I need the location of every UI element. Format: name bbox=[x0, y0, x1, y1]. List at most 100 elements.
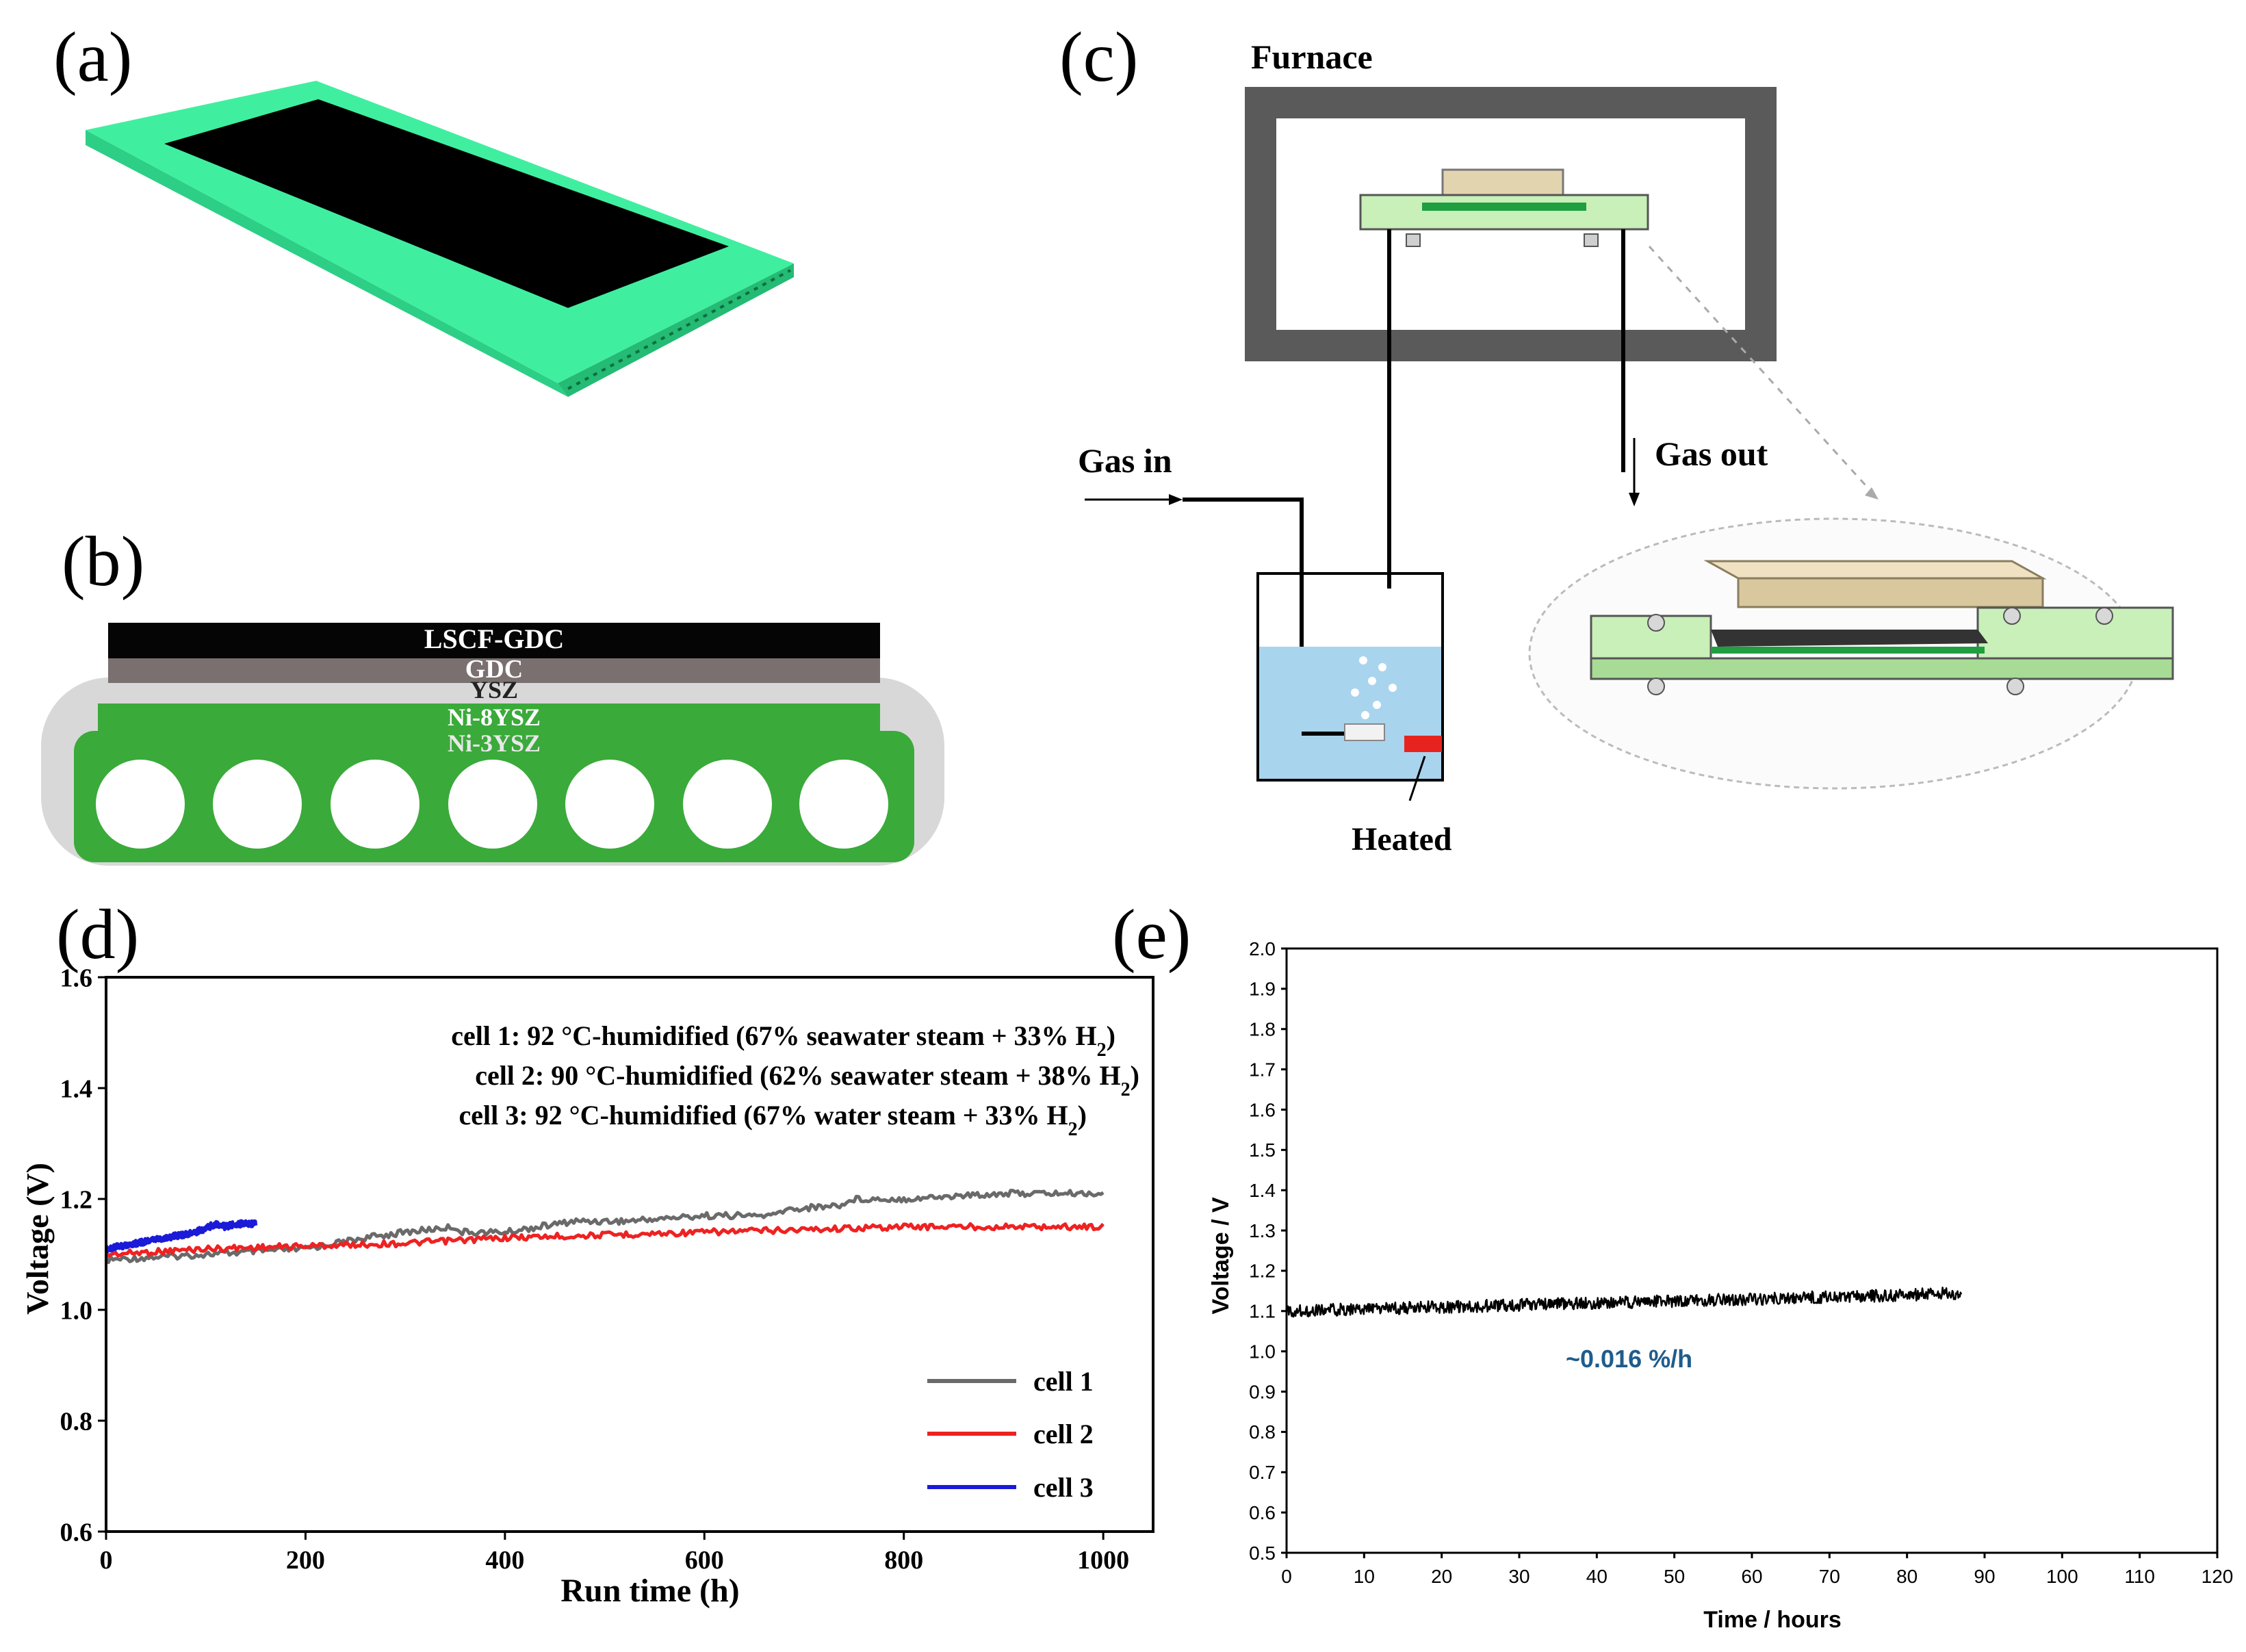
d-legend-label-cell2: cell 2 bbox=[1033, 1419, 1094, 1449]
zoom-connector bbox=[1648, 245, 1880, 501]
y-tick-label: 1.0 bbox=[60, 1296, 93, 1325]
humidifier-vessel bbox=[1256, 572, 1444, 782]
x-tick-label: 100 bbox=[2046, 1566, 2078, 1587]
gas-channel bbox=[565, 760, 654, 849]
x-tick-label: 10 bbox=[1354, 1566, 1375, 1587]
heater bbox=[1404, 736, 1442, 752]
panel-a: (a) bbox=[53, 18, 794, 397]
y-tick-label: 1.0 bbox=[1249, 1341, 1276, 1362]
panel-c: (c) Furnace Gas in Gas out Heated bbox=[1059, 18, 2174, 857]
magnified-cell-anode bbox=[1711, 647, 1985, 654]
fixture-cell bbox=[1422, 203, 1586, 211]
y-tick-label: 0.8 bbox=[1249, 1421, 1276, 1443]
y-tick-label: 1.2 bbox=[60, 1185, 93, 1214]
x-tick-label: 400 bbox=[485, 1546, 524, 1575]
label-gas-in: Gas in bbox=[1078, 441, 1172, 480]
d-plot-frame bbox=[105, 976, 1154, 1533]
ysz-layer bbox=[108, 683, 880, 704]
d-annotation-cell2: cell 2: 90 °C-humidified (62% seawater s… bbox=[475, 1060, 1139, 1100]
panel-label-d: (d) bbox=[56, 895, 139, 974]
bubble bbox=[1373, 701, 1381, 709]
y-tick-label: 1.4 bbox=[1249, 1180, 1276, 1201]
magnified-weight-front bbox=[1737, 577, 2044, 608]
y-tick-label: 1.2 bbox=[1249, 1261, 1276, 1282]
gas-channel bbox=[331, 760, 419, 849]
label-gdc: GDC bbox=[465, 655, 523, 684]
series-line-cell-2 bbox=[104, 1222, 1105, 1258]
x-tick-label: 800 bbox=[884, 1546, 923, 1575]
e-plot-frame bbox=[1285, 947, 2219, 1554]
d-x-axis-label: Run time (h) bbox=[560, 1573, 739, 1609]
y-tick-label: 0.7 bbox=[1249, 1462, 1276, 1483]
x-tick-label: 30 bbox=[1508, 1566, 1529, 1587]
x-tick-label: 90 bbox=[1974, 1566, 1995, 1587]
d-y-axis-label: Voltage (V) bbox=[20, 1163, 55, 1315]
y-tick-label: 1.9 bbox=[1249, 979, 1276, 1000]
cell-support-front-edge bbox=[86, 130, 568, 397]
bubble bbox=[1359, 656, 1367, 664]
y-tick-label: 0.8 bbox=[60, 1407, 93, 1436]
e-x-axis-label: Time / hours bbox=[1703, 1607, 1842, 1633]
d-series-layer bbox=[104, 1189, 1105, 1265]
cell-fixture bbox=[1359, 194, 1649, 231]
furnace bbox=[1245, 87, 1777, 361]
x-tick-label: 70 bbox=[1819, 1566, 1840, 1587]
label-ni-3ysz: Ni-3YSZ bbox=[448, 730, 541, 757]
y-tick-label: 1.4 bbox=[60, 1074, 93, 1103]
e-degradation-rate: ~0.016 %/h bbox=[1566, 1345, 1692, 1373]
y-tick-label: 0.6 bbox=[60, 1518, 93, 1547]
fixture-foot bbox=[1406, 233, 1421, 247]
gas-channel bbox=[448, 760, 537, 849]
cathode-layer bbox=[164, 99, 729, 308]
y-tick-label: 0.9 bbox=[1249, 1381, 1276, 1402]
bubbler-stone bbox=[1344, 723, 1385, 741]
gas-out-arrowhead bbox=[1629, 493, 1640, 506]
cell-support-side-edge bbox=[558, 263, 794, 397]
x-tick-label: 50 bbox=[1664, 1566, 1685, 1587]
x-tick-label: 60 bbox=[1741, 1566, 1762, 1587]
x-tick-label: 0 bbox=[1281, 1566, 1292, 1587]
gas-channel bbox=[96, 760, 185, 849]
bubble bbox=[1361, 711, 1369, 719]
support-channel-holes bbox=[567, 269, 791, 390]
y-tick-label: 1.6 bbox=[60, 964, 93, 992]
heated-pointer bbox=[1408, 756, 1426, 801]
zoom-arrowhead bbox=[1865, 487, 1879, 500]
x-tick-label: 80 bbox=[1896, 1566, 1918, 1587]
y-tick-label: 1.8 bbox=[1249, 1019, 1276, 1040]
magnified-screw bbox=[1647, 614, 1665, 632]
x-tick-label: 110 bbox=[2124, 1566, 2155, 1587]
panel-b: (b) LSCF-GDC GDC YSZ Ni-8YSZ Ni-3YSZ bbox=[41, 522, 944, 866]
d-annotation-cell3: cell 3: 92 °C-humidified (67% water stea… bbox=[459, 1100, 1087, 1140]
magnified-screw bbox=[2003, 607, 2021, 625]
y-tick-label: 0.5 bbox=[1249, 1543, 1276, 1564]
x-tick-label: 40 bbox=[1586, 1566, 1608, 1587]
humidifier-water bbox=[1258, 647, 1443, 780]
gdc-layer bbox=[108, 658, 880, 683]
series-line-cell-1 bbox=[104, 1189, 1105, 1265]
panel-label-c: (c) bbox=[1059, 18, 1138, 96]
y-tick-label: 1.7 bbox=[1249, 1059, 1276, 1080]
label-ysz: YSZ bbox=[470, 676, 518, 704]
bubble bbox=[1368, 677, 1376, 685]
x-tick-label: 0 bbox=[100, 1546, 113, 1575]
bubble bbox=[1389, 684, 1397, 692]
y-tick-label: 1.5 bbox=[1249, 1139, 1276, 1161]
lscf-gdc-layer bbox=[108, 623, 880, 658]
x-tick-label: 20 bbox=[1431, 1566, 1452, 1587]
x-tick-label: 200 bbox=[286, 1546, 325, 1575]
x-tick-label: 120 bbox=[2202, 1566, 2234, 1587]
y-tick-label: 1.6 bbox=[1249, 1099, 1276, 1120]
magnified-screw bbox=[2095, 607, 2113, 625]
d-legend-label-cell1: cell 1 bbox=[1033, 1366, 1094, 1397]
magnified-screw bbox=[2006, 677, 2024, 695]
panel-label-b: (b) bbox=[62, 522, 144, 601]
d-annotation-cell1: cell 1: 92 °C-humidified (67% seawater s… bbox=[451, 1020, 1115, 1061]
gas-channel bbox=[213, 760, 302, 849]
y-tick-label: 2.0 bbox=[1249, 938, 1276, 959]
series-line-voltage bbox=[1285, 1287, 1963, 1318]
